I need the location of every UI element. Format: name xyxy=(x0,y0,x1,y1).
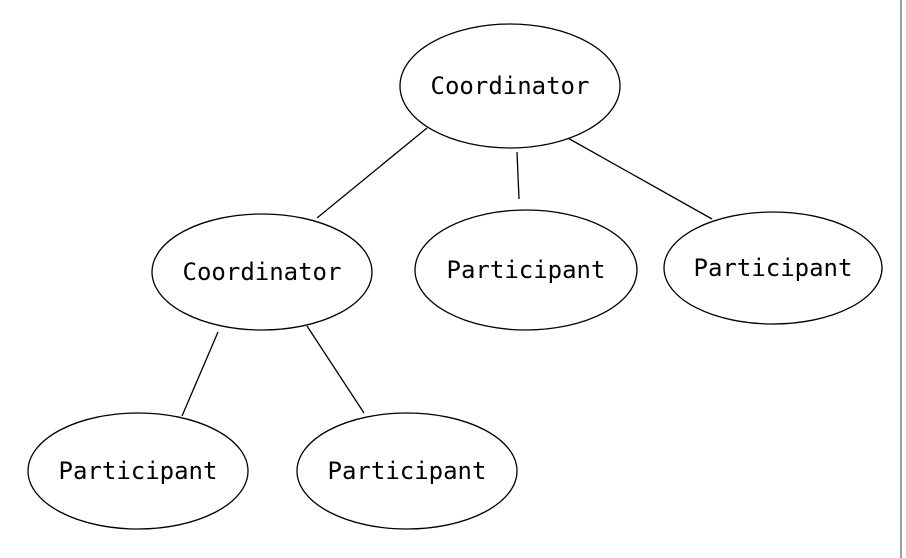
node-ellipse-coordinator-left xyxy=(151,213,373,331)
node-label-participant-middle: Participant xyxy=(446,256,606,284)
node-ellipse-participant-bottom-middle xyxy=(296,412,518,530)
node-label-participant-bottom-middle: Participant xyxy=(327,457,487,485)
node-label-participant-right: Participant xyxy=(693,254,853,282)
node-label-coordinator-left: Coordinator xyxy=(182,258,342,286)
node-ellipse-participant-middle xyxy=(414,209,638,331)
node-ellipse-coordinator-root xyxy=(399,23,621,149)
node-label-coordinator-root: Coordinator xyxy=(430,72,590,100)
edge-root-to-participant-right xyxy=(565,136,713,220)
node-label-participant-bottom-left: Participant xyxy=(58,457,218,485)
node-ellipse-participant-right xyxy=(663,211,883,325)
edge-coordinator-left-to-participant-bottom-middle xyxy=(306,325,365,414)
edge-coordinator-left-to-participant-bottom-left xyxy=(181,331,219,417)
edge-root-to-coordinator-left xyxy=(316,127,428,219)
node-ellipse-participant-bottom-left xyxy=(27,412,249,530)
right-border-line xyxy=(900,0,902,558)
edge-root-to-participant-middle xyxy=(516,151,520,200)
